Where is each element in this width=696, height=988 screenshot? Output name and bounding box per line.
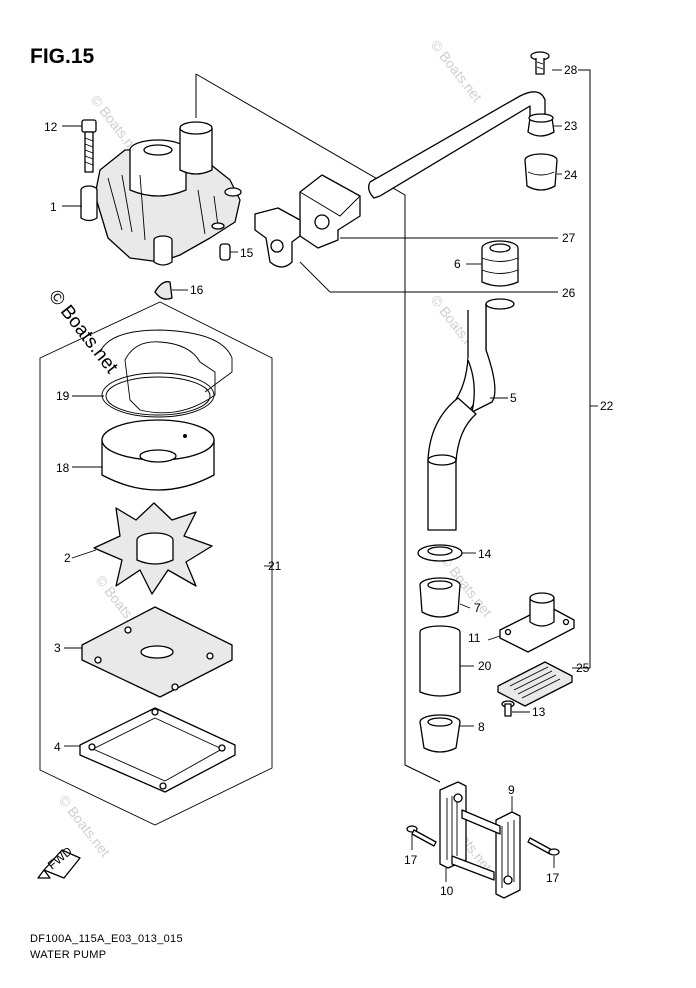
callout-23: 23 (564, 119, 578, 133)
callout-3: 3 (54, 641, 61, 655)
spacer-9 (451, 809, 521, 899)
callout-19: 19 (56, 389, 70, 403)
callout-25: 25 (576, 661, 590, 675)
clamp-26 (254, 207, 301, 268)
callout-5: 5 (510, 391, 517, 405)
pump-liner-19 (99, 329, 233, 418)
pump-case-18 (101, 419, 215, 491)
hose-5 (427, 298, 515, 531)
spacer-10 (439, 781, 467, 869)
kit-outline-right (195, 69, 591, 783)
key-16 (154, 281, 173, 300)
callout-11: 11 (468, 631, 481, 645)
sleeve-20 (419, 625, 461, 697)
grommet-6 (481, 240, 519, 287)
callout-26: 26 (562, 286, 576, 300)
watermark-text: © Boats.net (428, 37, 486, 105)
strainer-25 (497, 661, 573, 707)
callout-labels: 12 1 15 16 19 18 2 3 4 21 28 23 24 27 26… (44, 63, 614, 898)
callout-17-left: 17 (404, 853, 418, 867)
callout-28: 28 (564, 63, 578, 77)
callout-9: 9 (508, 783, 515, 797)
seal-14 (417, 544, 463, 562)
callout-2: 2 (64, 551, 71, 565)
forward-direction-arrow: FWD (37, 844, 81, 879)
screw-13 (501, 700, 515, 717)
callout-12: 12 (44, 120, 58, 134)
callout-4: 4 (54, 740, 61, 754)
impeller-2 (93, 502, 213, 595)
callout-17-right: 17 (546, 871, 560, 885)
callout-14: 14 (478, 547, 492, 561)
callout-20: 20 (478, 659, 492, 673)
gasket-4 (79, 707, 236, 793)
callout-18: 18 (56, 461, 70, 475)
screw-17-left (406, 825, 437, 847)
collar-8 (419, 714, 461, 753)
bolt-12 (81, 119, 97, 173)
watermark-text-prominent: © Boats.net (44, 286, 122, 378)
leader-lines (62, 69, 598, 882)
callout-8: 8 (478, 720, 485, 734)
callout-1: 1 (50, 200, 57, 214)
callout-15: 15 (240, 246, 254, 260)
callout-22: 22 (600, 399, 614, 413)
water-pipe-assembly (368, 51, 558, 199)
diagram-caption: WATER PUMP (30, 949, 106, 961)
callout-10: 10 (440, 884, 454, 898)
plate-3 (81, 606, 233, 698)
collar-7 (419, 577, 461, 618)
case-11 (499, 592, 575, 653)
pump-housing (80, 121, 242, 266)
callout-6: 6 (454, 257, 461, 271)
callout-27: 27 (562, 231, 576, 245)
screw-17-right (527, 837, 560, 856)
callout-7: 7 (474, 601, 481, 615)
dowel-pin-15 (219, 243, 231, 261)
bracket-27 (299, 174, 361, 249)
figure-title: FIG.15 (30, 45, 95, 68)
callout-16: 16 (190, 283, 204, 297)
callout-13: 13 (532, 705, 546, 719)
model-code: DF100A_115A_E03_013_015 (30, 933, 183, 945)
callout-24: 24 (564, 168, 578, 182)
callout-21: 21 (268, 559, 282, 573)
kit-outline-21 (39, 301, 273, 826)
